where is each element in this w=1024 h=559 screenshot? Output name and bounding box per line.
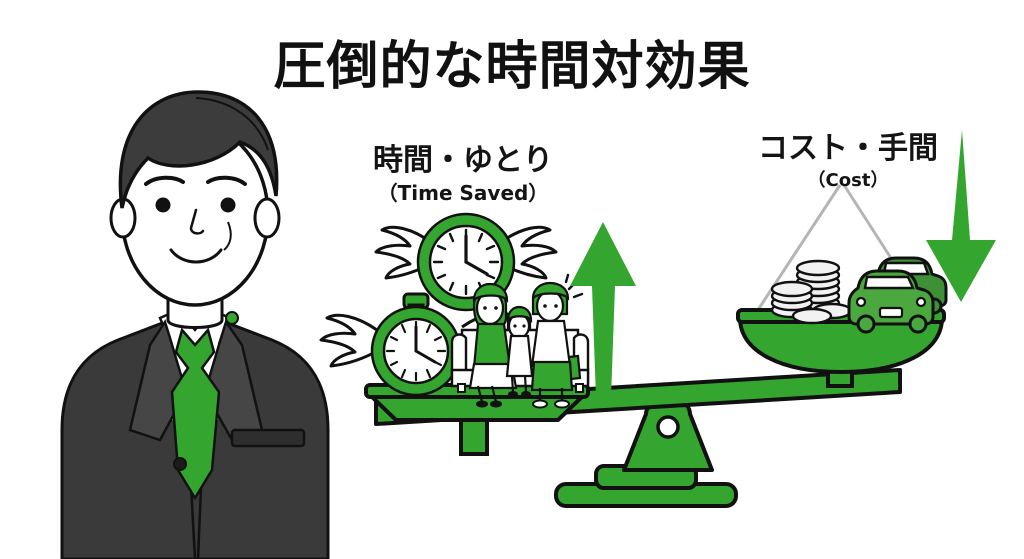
- child-shoe-right: [521, 391, 531, 397]
- suit-pocket: [230, 428, 306, 448]
- child-shoe-left: [508, 391, 518, 397]
- right-label-en: （Cost）: [808, 170, 889, 191]
- fulcrum-pivot-hole: [656, 415, 680, 439]
- up-arrow-shape: [570, 222, 636, 398]
- sofa-leg-right: [575, 383, 584, 393]
- right-pan: [738, 316, 944, 374]
- mother-leg-right: [490, 385, 498, 403]
- mother-shoe-right: [490, 400, 502, 408]
- coin-stacks: [770, 259, 853, 325]
- winged-clock: [374, 212, 558, 312]
- balance-scale: [364, 184, 946, 508]
- child-eye-right: [522, 324, 526, 328]
- family-on-sofa: [450, 273, 590, 409]
- mother-shoe-left: [476, 400, 488, 408]
- left-label-en: （Time Saved）: [378, 181, 549, 205]
- father-eye-left: [543, 304, 547, 308]
- lapel-pin: [225, 311, 239, 325]
- family-father: [530, 273, 584, 409]
- family-mother: [468, 282, 518, 408]
- coin-loose-left: [791, 307, 833, 325]
- mother-eye-left: [483, 306, 487, 310]
- hair: [118, 90, 279, 209]
- stopwatch-wing-left: [319, 313, 381, 368]
- eye-left: [155, 197, 171, 213]
- father-fringe: [531, 281, 570, 301]
- page-title: 圧倒的な時間対効果: [273, 37, 750, 97]
- suit-button: [173, 457, 187, 471]
- stopwatch-inner-edge: [382, 317, 450, 385]
- cars: [847, 256, 948, 334]
- up-arrow: [570, 222, 636, 398]
- businessman-illustration: [60, 90, 330, 559]
- mouth: [169, 248, 223, 264]
- eyebrow-right: [206, 175, 247, 186]
- clock-ticks: [432, 228, 500, 296]
- child-leg-right: [523, 375, 528, 393]
- hair-highlight: [195, 97, 269, 151]
- down-arrow-shape: [926, 130, 996, 302]
- child-eye-left: [513, 324, 517, 328]
- father-shoe-left: [532, 399, 548, 409]
- necktie: [170, 327, 221, 501]
- car-front: [847, 269, 935, 334]
- ear-right: [253, 197, 281, 239]
- child-leg-left: [510, 375, 515, 393]
- eye-right: [220, 197, 236, 213]
- mother-eye-right: [494, 306, 498, 310]
- father-eye-right: [554, 304, 558, 308]
- mother-fringe: [472, 282, 509, 304]
- stopwatch-ticks: [385, 320, 447, 382]
- clock-outer-edge: [416, 212, 516, 312]
- right-label-jp: コスト・手間: [758, 131, 938, 166]
- family-child: [505, 305, 534, 397]
- father-shoe-right: [554, 399, 570, 409]
- stopwatch-hour-hand: [414, 349, 437, 364]
- left-label-jp: 時間・ゆとり: [373, 143, 553, 178]
- right-pan-string-left: [748, 184, 842, 323]
- nose: [189, 208, 205, 235]
- eyebrow-left: [144, 175, 185, 186]
- clock-inner-edge: [428, 224, 504, 300]
- father-pants: [530, 360, 574, 392]
- cheek-line: [223, 221, 232, 251]
- suit-lapel-left: [128, 319, 188, 442]
- mother-leg-left: [476, 385, 484, 403]
- child-fringe: [506, 305, 533, 324]
- down-arrow: [926, 130, 996, 302]
- sofa-leg-left: [457, 383, 466, 393]
- clock-hour-hand: [464, 260, 489, 276]
- mother-skirt: [468, 362, 518, 390]
